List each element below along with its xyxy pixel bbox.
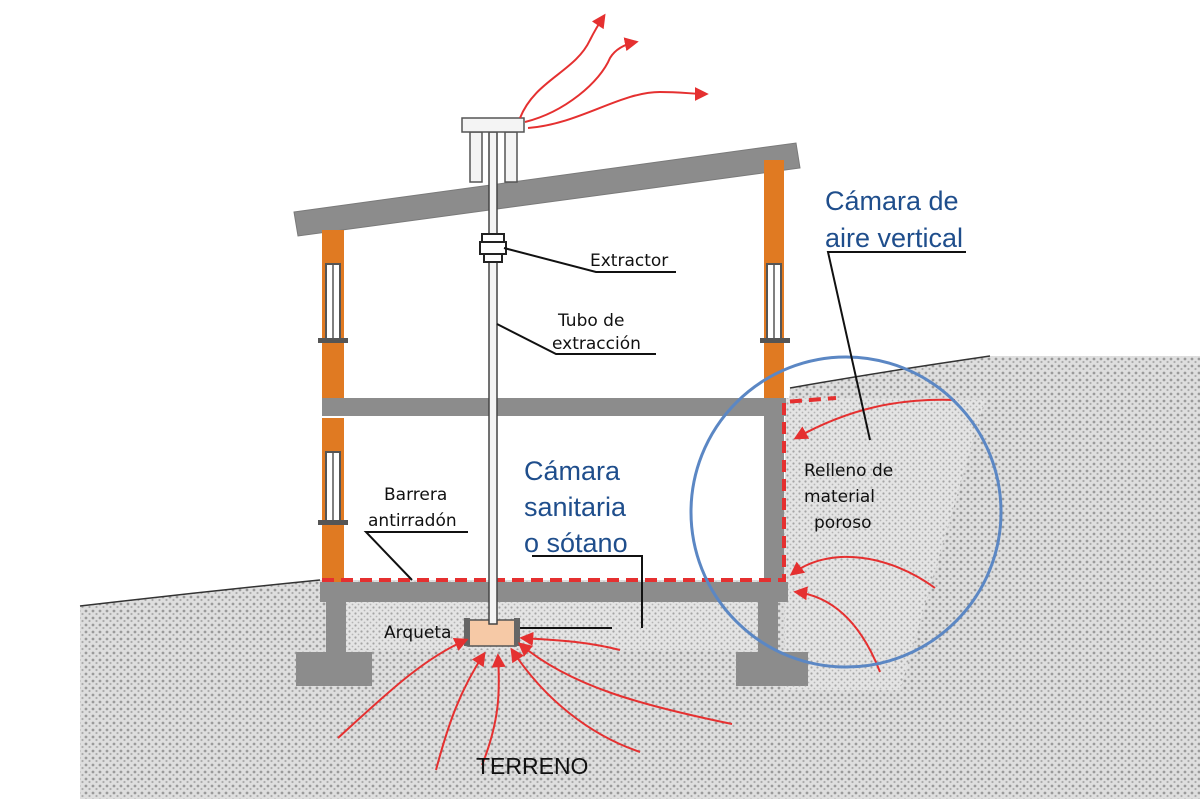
ground-surface-line bbox=[79, 355, 991, 607]
label-tubo-line2: extracción bbox=[552, 334, 641, 354]
exhaust-arrow-3 bbox=[527, 86, 709, 129]
labels: Extractor Tubo de extracción Cámara de a… bbox=[368, 186, 963, 779]
label-barrera-line2: antirradón bbox=[368, 511, 457, 531]
soil-arrow-6 bbox=[519, 631, 621, 651]
chimney-cap bbox=[461, 117, 525, 183]
backfill-arrow-1 bbox=[793, 398, 956, 440]
left-lower-window bbox=[318, 451, 348, 525]
extraction-system bbox=[461, 117, 525, 647]
radon-barrier bbox=[322, 396, 837, 582]
leader-extractor bbox=[503, 247, 676, 273]
label-camara-aire-line2: aire vertical bbox=[825, 223, 963, 253]
extractor-fan bbox=[479, 233, 507, 263]
sump-right-lip bbox=[514, 618, 520, 646]
soil-arrow-4 bbox=[510, 647, 641, 753]
roof-slab bbox=[293, 142, 801, 237]
leader-lines bbox=[363, 247, 966, 629]
label-relleno-line1: Relleno de bbox=[804, 461, 893, 481]
sump-left-lip bbox=[464, 618, 470, 646]
right-footing bbox=[736, 652, 808, 686]
label-camara-aire-line1: Cámara de bbox=[825, 186, 959, 216]
label-extractor: Extractor bbox=[590, 251, 668, 271]
crawl-space-gravel bbox=[346, 602, 758, 650]
left-footing bbox=[296, 652, 372, 686]
label-barrera-line1: Barrera bbox=[384, 485, 447, 505]
ground-fill bbox=[80, 356, 1200, 799]
label-terreno: TERRENO bbox=[476, 753, 588, 779]
extraction-pipe bbox=[488, 131, 498, 625]
leader-tubo bbox=[496, 323, 656, 355]
radon-airflow bbox=[337, 13, 956, 771]
left-pier bbox=[326, 602, 346, 654]
soil-arrow-5 bbox=[517, 642, 733, 725]
label-arqueta: Arqueta bbox=[384, 623, 451, 643]
exhaust-arrow-1 bbox=[519, 13, 606, 119]
label-relleno-line3: poroso bbox=[814, 513, 871, 533]
basement-right-wall bbox=[764, 416, 784, 582]
leader-camara-aire bbox=[826, 251, 966, 441]
ground-floor-slab bbox=[320, 582, 788, 602]
label-camara-sanitaria-line2: sanitaria bbox=[524, 492, 627, 522]
label-tubo-line1: Tubo de bbox=[557, 311, 624, 331]
label-camara-sanitaria-line1: Cámara bbox=[524, 456, 621, 486]
leader-camara-sanitaria bbox=[532, 555, 643, 628]
porous-backfill bbox=[785, 398, 985, 690]
label-camara-sanitaria-line3: o sótano bbox=[524, 528, 628, 558]
left-upper-window bbox=[318, 263, 348, 343]
soil-arrow-2 bbox=[435, 651, 486, 771]
backfill-arrow-2 bbox=[789, 555, 936, 589]
leader-barrera bbox=[363, 531, 468, 581]
soil-arrow-1 bbox=[337, 638, 469, 739]
highlight-circle bbox=[689, 355, 1003, 669]
terrain bbox=[79, 355, 1200, 799]
soil-arrow-3 bbox=[481, 653, 506, 766]
exhaust-arrow-2 bbox=[524, 37, 639, 123]
building-structure bbox=[293, 142, 808, 686]
label-relleno-line2: material bbox=[804, 487, 875, 507]
right-pier bbox=[758, 602, 778, 654]
right-upper-window bbox=[760, 263, 790, 343]
first-floor-slab bbox=[322, 398, 786, 416]
backfill-arrow-3 bbox=[793, 586, 881, 673]
